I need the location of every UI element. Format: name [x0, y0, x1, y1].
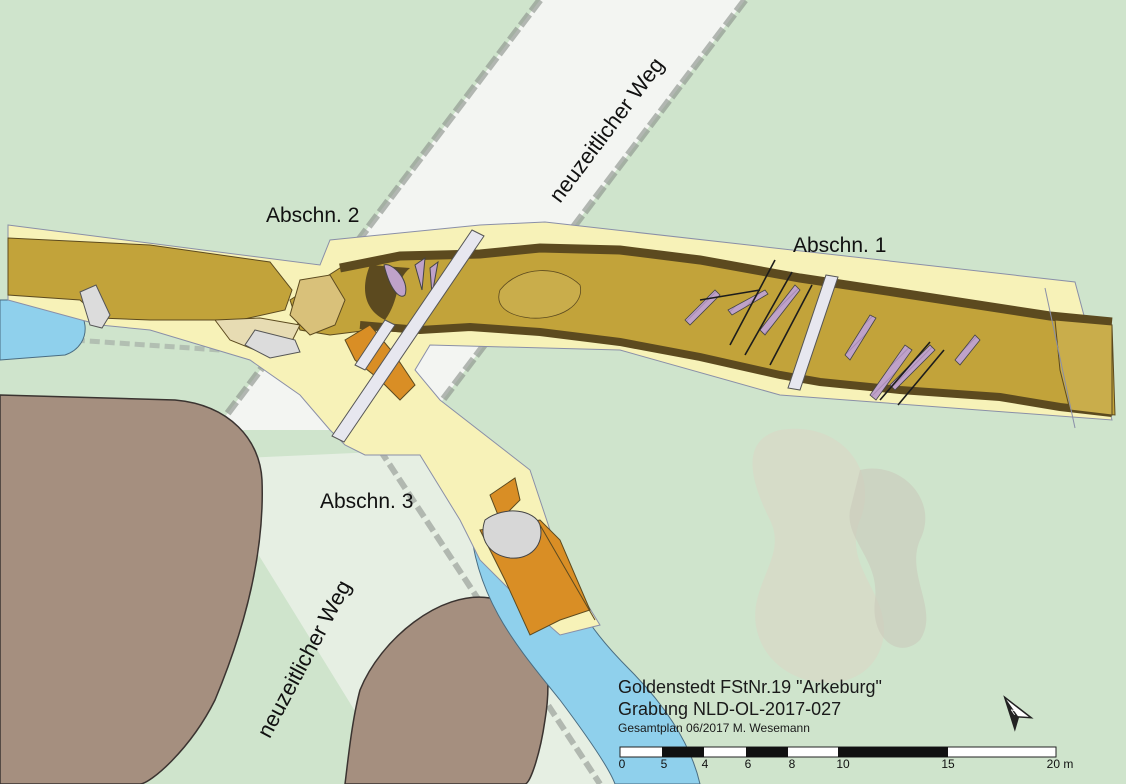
section-label-3: Abschn. 3: [320, 490, 414, 513]
wood-fragment: [429, 260, 439, 296]
trench-edge-north: [339, 243, 1113, 327]
relief-shading: [849, 468, 927, 648]
scale-tick-8: 8: [788, 757, 796, 771]
plan-title: Goldenstedt FStNr.19 "Arkeburg": [618, 677, 882, 697]
profile-strip: [354, 319, 396, 371]
section-label-1: Abschn. 1: [793, 234, 887, 257]
wood-fragment: [414, 256, 426, 291]
brown-area-south: [344, 596, 549, 784]
title-block: Goldenstedt FStNr.19 "Arkeburg" Grabung …: [618, 676, 882, 736]
profile-strip: [787, 274, 839, 391]
svg-text:N: N: [1009, 705, 1020, 717]
ochre-patch-east: [1054, 319, 1113, 416]
orange-feature: [489, 477, 521, 521]
stone-south: [482, 510, 542, 559]
excavation-id: Grabung NLD-OL-2017-027: [618, 699, 842, 719]
section-boundary: [1044, 287, 1076, 429]
scale-tick-10: 10: [836, 757, 850, 771]
scale-tick-0: 0: [618, 757, 626, 771]
post-lines: [699, 259, 945, 406]
scale-bar: [619, 746, 1057, 758]
brown-area-west: [0, 394, 263, 784]
plan-credit: Gesamtplan 06/2017 M. Wesemann: [618, 721, 810, 735]
scale-tick-5: 5: [660, 757, 668, 771]
scale-tick-6: 6: [744, 757, 752, 771]
trench-edge-south: [359, 321, 1113, 417]
ochre-patch: [498, 270, 581, 319]
profile-strip: [331, 229, 485, 443]
north-arrow-icon: N: [1003, 695, 1034, 732]
wood-fragment: [383, 264, 407, 297]
scale-tick-15: 15: [941, 757, 955, 771]
stone: [244, 329, 301, 359]
section-label-2: Abschn. 2: [266, 204, 360, 227]
feature-line: [539, 524, 596, 621]
feature-fill: [289, 274, 346, 336]
scale-tick-20: 20 m: [1046, 757, 1074, 771]
stone: [79, 284, 111, 329]
road-edge: [377, 448, 603, 784]
relief-shading: [752, 428, 885, 683]
scale-tick-4: 4: [701, 757, 709, 771]
